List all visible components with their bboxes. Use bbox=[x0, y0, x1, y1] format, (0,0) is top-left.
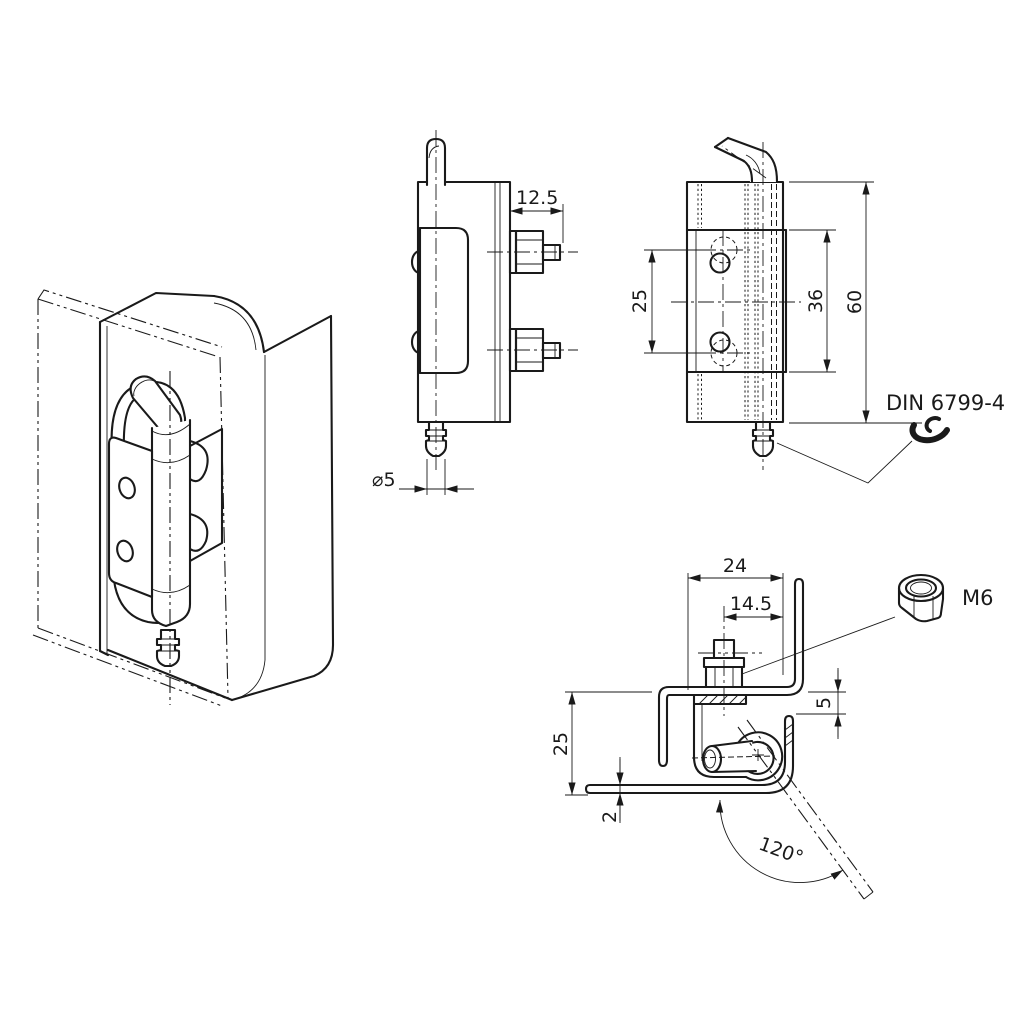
bent-pin-top bbox=[130, 376, 182, 434]
weld-stud-upper bbox=[487, 229, 578, 275]
weld-stud-lower bbox=[487, 327, 578, 373]
hinge-isometric-drawing bbox=[107, 371, 224, 705]
dimension-total-height: 60 bbox=[789, 181, 922, 424]
phantom-open-door bbox=[737, 719, 874, 900]
door-sheet-section bbox=[584, 714, 795, 795]
hinge-leaf bbox=[109, 437, 152, 597]
stud-and-nut-section bbox=[698, 606, 764, 716]
hinge-body-front bbox=[671, 136, 801, 470]
phantom-door-panel bbox=[32, 289, 229, 707]
dim-14-5-label: 14.5 bbox=[730, 593, 772, 615]
dimension-depth: 25 bbox=[550, 691, 652, 796]
dim-60-label: 60 bbox=[844, 290, 866, 314]
leader-line-din bbox=[776, 440, 913, 484]
frame-sheet-section bbox=[657, 577, 805, 768]
side-view: 12.5 ⌀5 bbox=[372, 130, 578, 495]
retaining-ring-drawing bbox=[909, 416, 950, 444]
dimension-sheet-thickness: 2 bbox=[599, 757, 624, 823]
grooved-pin-tip-isometric bbox=[155, 628, 181, 668]
dim-2-label: 2 bbox=[599, 811, 621, 823]
hinge-strap-section bbox=[692, 702, 784, 782]
hinge-pin-section bbox=[691, 739, 776, 774]
hinge-leaf-plate-section bbox=[692, 693, 748, 706]
stud-position-lower bbox=[710, 339, 738, 367]
leaf-hole-upper bbox=[118, 476, 136, 500]
dim-12-5-label: 12.5 bbox=[516, 187, 558, 209]
lock-nut-drawing bbox=[897, 573, 945, 623]
hatch-marks bbox=[698, 694, 747, 705]
dimension-opening-angle: 120° bbox=[716, 799, 844, 883]
leaf-hole-upper-front bbox=[709, 252, 731, 274]
hidden-fold-lines bbox=[697, 184, 777, 420]
dim-36-label: 36 bbox=[805, 289, 827, 313]
dim-120deg-label: 120° bbox=[756, 833, 807, 869]
isometric-assembly-view bbox=[32, 289, 335, 707]
din-6799-label: DIN 6799-4 bbox=[886, 391, 1005, 415]
dim-5-label: 5 bbox=[813, 697, 835, 709]
leader-line-m6 bbox=[741, 616, 896, 675]
bent-pin-front bbox=[713, 136, 779, 184]
dim-25-label: 25 bbox=[629, 289, 651, 313]
dimension-stud-length: 12.5 bbox=[510, 187, 564, 243]
leaf-hole-lower-front bbox=[709, 331, 731, 353]
dim-dia5-label: ⌀5 bbox=[372, 469, 396, 491]
front-view: 25 36 60 DIN 6799-4 bbox=[629, 136, 1005, 484]
dim-24-label: 24 bbox=[723, 555, 747, 577]
retaining-ring-callout: DIN 6799-4 bbox=[776, 391, 1005, 484]
pin-centerline bbox=[691, 755, 776, 759]
dim-25-depth-label: 25 bbox=[550, 732, 572, 756]
dimension-hole-spacing: 25 bbox=[629, 249, 706, 354]
dimension-stud-offset: 14.5 bbox=[724, 593, 783, 621]
hinge-body-side bbox=[411, 130, 512, 470]
leaf-hole-lower bbox=[116, 539, 134, 563]
section-view: 24 14.5 5 25 2 120° bbox=[550, 555, 993, 900]
dimension-pin-diameter: ⌀5 bbox=[372, 459, 474, 495]
dimension-flange-gap: 5 bbox=[796, 668, 846, 739]
m6-label: M6 bbox=[962, 586, 993, 610]
nut-callout: M6 bbox=[741, 573, 993, 675]
flange-hatch-marks bbox=[784, 723, 794, 747]
dimension-bracket-width: 24 bbox=[687, 555, 784, 690]
dimension-leaf-height: 36 bbox=[789, 229, 836, 373]
knuckle-column bbox=[152, 420, 190, 626]
stud-position-upper bbox=[710, 236, 738, 264]
